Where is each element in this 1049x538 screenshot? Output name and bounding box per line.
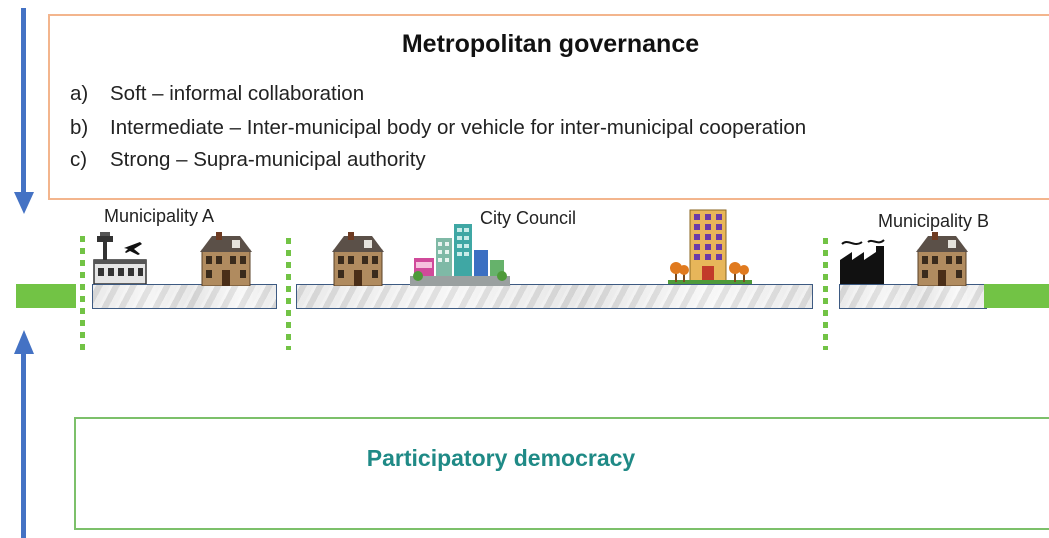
terrain-city-council xyxy=(296,284,813,309)
participatory-democracy-title: Participatory democracy xyxy=(366,445,636,471)
office-tower-icon xyxy=(668,209,752,284)
boundary-divider xyxy=(286,238,291,350)
bottom-up-arrow xyxy=(14,330,34,538)
arrow-down-head-icon xyxy=(14,192,34,214)
participatory-democracy-box: Participatory democracy xyxy=(74,417,1049,530)
municipality-b-label: Municipality B xyxy=(878,211,990,231)
governance-item-strong: c) Strong – Supra-municipal authority xyxy=(70,148,426,172)
governance-item-label: a) xyxy=(70,82,89,105)
house-icon xyxy=(916,232,968,286)
arrow-up-head-icon xyxy=(14,330,34,354)
boundary-divider xyxy=(823,238,828,350)
governance-item-text: Strong – Supra-municipal authority xyxy=(110,148,426,171)
governance-title: Metropolitan governance xyxy=(401,30,700,58)
municipality-a-label: Municipality A xyxy=(104,206,215,226)
governance-item-text: Intermediate – Inter-municipal body or v… xyxy=(110,116,807,139)
terrain-municipality-b xyxy=(839,284,987,309)
governance-item-soft: a) Soft – informal collaboration xyxy=(70,82,364,106)
terrain-municipality-a xyxy=(92,284,277,309)
governance-box: Metropolitan governance a) Soft – informa… xyxy=(48,14,1049,200)
governance-item-label: b) xyxy=(70,116,89,139)
city-buildings-icon xyxy=(410,224,510,286)
house-icon xyxy=(332,232,384,286)
governance-item-intermediate: b) Intermediate – Inter-municipal body or… xyxy=(70,116,806,140)
house-icon xyxy=(200,232,252,286)
airport-icon xyxy=(93,232,147,284)
governance-item-text: Soft – informal collaboration xyxy=(110,82,365,105)
city-council-label: City Council xyxy=(480,208,577,228)
factory-icon xyxy=(840,239,885,284)
top-down-arrow xyxy=(14,8,34,214)
boundary-divider xyxy=(80,236,85,350)
governance-item-label: c) xyxy=(70,148,88,171)
green-belt-right xyxy=(984,284,1049,308)
green-belt-left xyxy=(16,284,76,308)
